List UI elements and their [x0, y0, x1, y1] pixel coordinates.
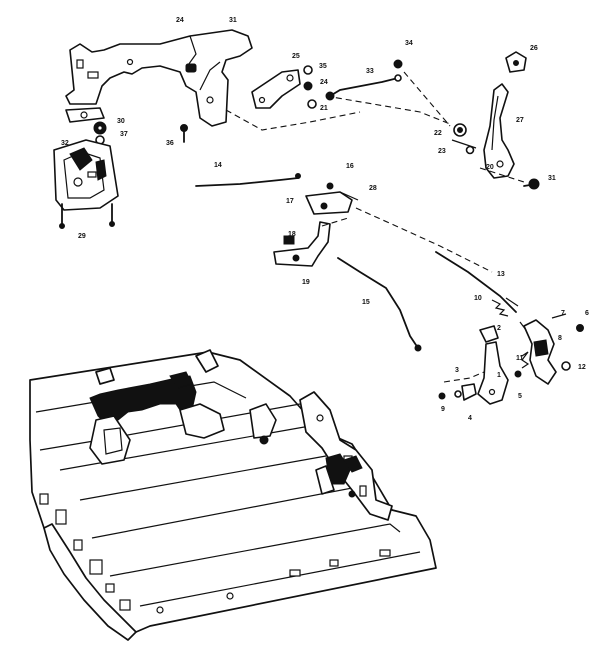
lever-part — [251, 69, 301, 109]
callout-label-24: 24 — [320, 79, 328, 86]
callout-label-22: 22 — [434, 130, 442, 137]
wire-part — [195, 173, 301, 187]
main-bracket-part — [65, 29, 253, 127]
callout-label-1: 1 — [497, 372, 501, 379]
callout-label-15: 15 — [362, 299, 370, 306]
callout-label-4: 4 — [468, 415, 472, 422]
callout-label-5: 5 — [518, 393, 522, 400]
callout-label-20: 20 — [486, 164, 494, 171]
callout-label-31: 31 — [548, 175, 556, 182]
latch-part — [479, 325, 499, 343]
nut-part — [393, 59, 403, 69]
small-spring-part — [514, 351, 530, 378]
mounting-bracket-part — [273, 221, 331, 267]
link-rod-part — [325, 74, 402, 101]
latch-lever-part — [477, 341, 509, 405]
callout-label-6: 6 — [585, 310, 589, 317]
callout-label-9: 9 — [441, 406, 445, 413]
callout-label-11: 11 — [516, 355, 524, 362]
callout-label-17: 17 — [286, 198, 294, 205]
callout-label-19: 19 — [302, 279, 310, 286]
callout-label-10: 10 — [474, 295, 482, 302]
callout-label-24: 24 — [176, 17, 184, 24]
callout-label-34: 34 — [405, 40, 413, 47]
callout-label-35: 35 — [319, 63, 327, 70]
callout-label-28: 28 — [369, 185, 377, 192]
screw-part — [523, 178, 540, 190]
callout-label-32: 32 — [61, 140, 69, 147]
pin-part — [438, 383, 477, 401]
callout-label-37: 37 — [120, 131, 128, 138]
callout-label-2: 2 — [497, 325, 501, 332]
callout-label-36: 36 — [166, 140, 174, 147]
side-plate-part — [53, 139, 119, 229]
pivot-part — [451, 123, 477, 155]
bracket-part — [305, 182, 359, 215]
shift-lever-part — [483, 83, 515, 179]
chassis-frame-part — [29, 349, 437, 641]
control-rod-part — [337, 257, 422, 352]
callout-label-30: 30 — [117, 118, 125, 125]
callout-label-14: 14 — [214, 162, 222, 169]
callout-label-31: 31 — [229, 17, 237, 24]
callout-label-33: 33 — [366, 68, 374, 75]
callout-label-29: 29 — [78, 233, 86, 240]
callout-label-21: 21 — [320, 105, 328, 112]
callout-label-13: 13 — [497, 271, 505, 278]
callout-label-23: 23 — [438, 148, 446, 155]
washer-part — [303, 65, 317, 109]
nut-part — [93, 121, 107, 145]
callout-label-16: 16 — [346, 163, 354, 170]
callout-label-27: 27 — [516, 117, 524, 124]
callout-label-18: 18 — [288, 231, 296, 238]
callout-label-26: 26 — [530, 45, 538, 52]
long-rod-part — [435, 251, 519, 313]
screw-part — [180, 124, 188, 143]
cam-part — [519, 313, 584, 385]
knob-part — [505, 51, 527, 73]
callout-label-3: 3 — [455, 367, 459, 374]
spring-part — [491, 299, 509, 317]
callout-label-8: 8 — [558, 335, 562, 342]
callout-label-25: 25 — [292, 53, 300, 60]
callout-label-12: 12 — [578, 364, 586, 371]
callout-label-7: 7 — [561, 310, 565, 317]
